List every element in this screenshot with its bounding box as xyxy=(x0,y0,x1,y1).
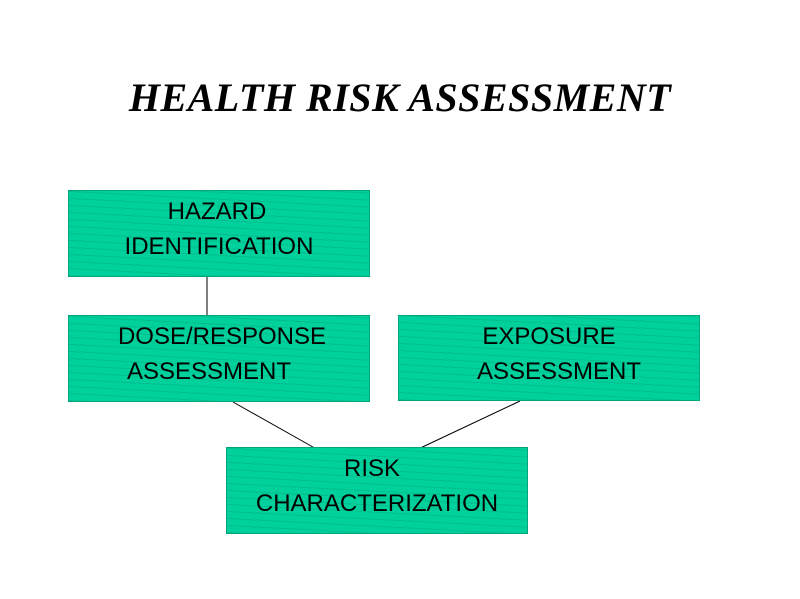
exposure-assessment-box: EXPOSURE ASSESSMENT xyxy=(398,315,700,401)
hazard-box-line1: HAZARD xyxy=(167,198,267,225)
dose-box-line2: ASSESSMENT xyxy=(126,358,292,385)
connector-exposure-to-risk xyxy=(413,400,521,452)
dose-box-line1: DOSE/RESPONSE xyxy=(117,323,327,350)
diagram-title: HEALTH RISK ASSESSMENT xyxy=(128,75,672,120)
dose-response-assessment-box: DOSE/RESPONSE ASSESSMENT xyxy=(68,315,370,402)
risk-box-line1: RISK xyxy=(343,455,400,482)
risk-box-line2: CHARACTERIZATION xyxy=(255,490,499,517)
exposure-box-line2: ASSESSMENT xyxy=(476,358,642,385)
hazard-identification-box: HAZARD IDENTIFICATION xyxy=(68,190,370,277)
risk-characterization-box: RISK CHARACTERIZATION xyxy=(226,447,528,534)
exposure-box-line1: EXPOSURE xyxy=(482,323,616,350)
connector-dose-to-risk xyxy=(232,401,321,452)
hazard-box-line2: IDENTIFICATION xyxy=(124,233,314,260)
